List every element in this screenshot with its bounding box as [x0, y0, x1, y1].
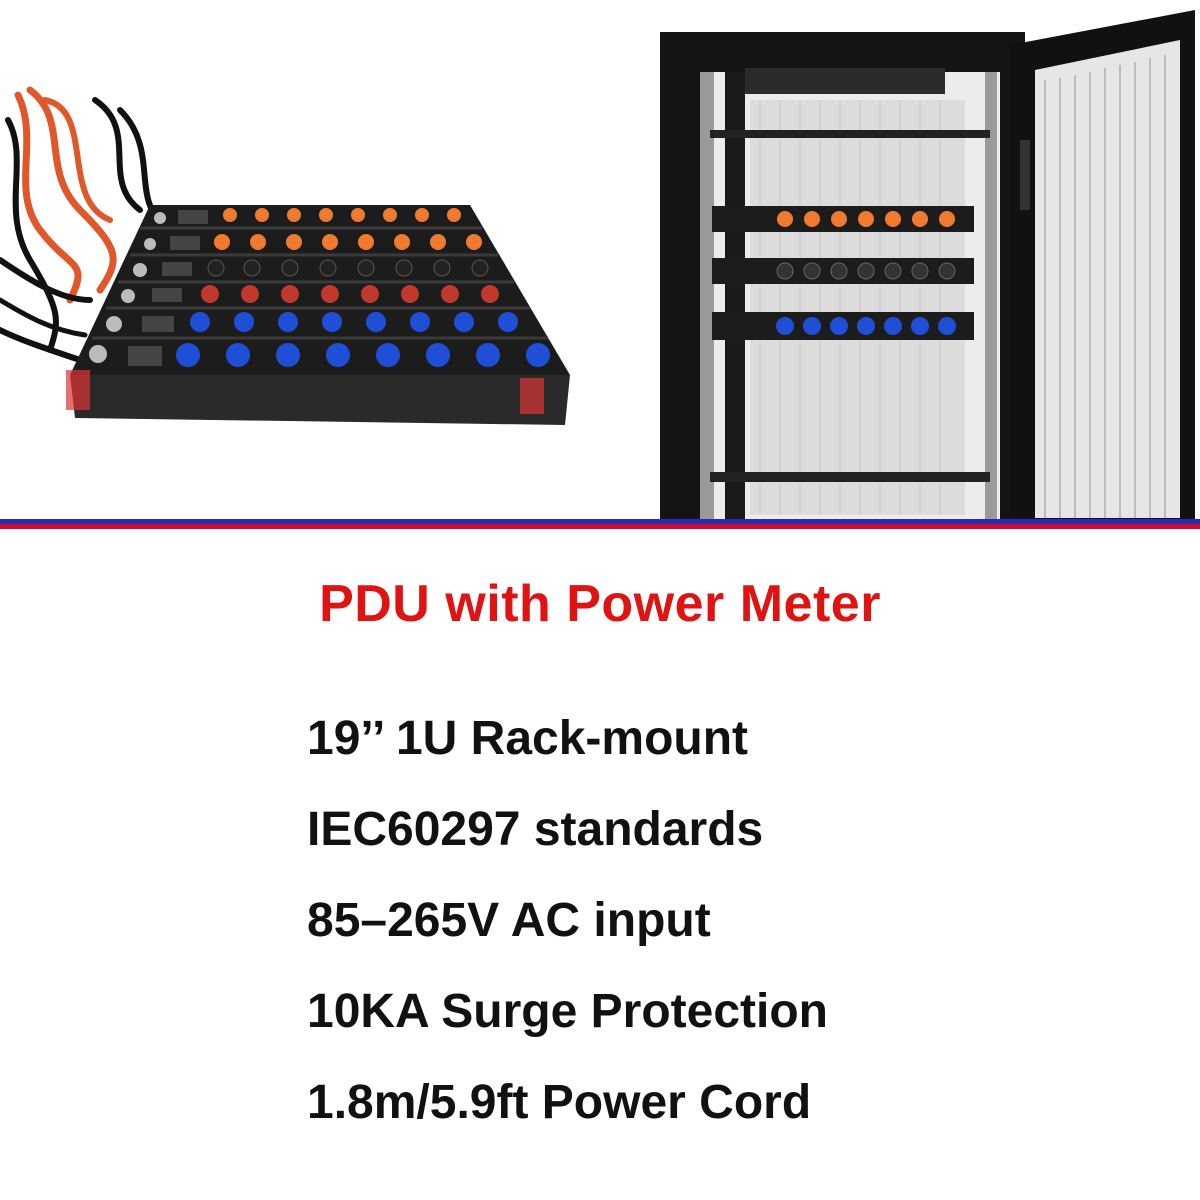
divider-red-stripe: [0, 524, 1200, 529]
feature-item: 10KA Surge Protection: [307, 985, 828, 1038]
feature-item: 85–265V AC input: [307, 894, 711, 947]
product-photos: [0, 0, 1200, 522]
feature-item: IEC60297 standards: [307, 803, 764, 856]
product-headline: PDU with Power Meter: [319, 575, 881, 633]
section-divider: [0, 519, 1200, 533]
pdu-stack-photo: [0, 86, 570, 425]
feature-item: 1.8m/5.9ft Power Cord: [307, 1076, 812, 1129]
feature-item: 19’’ 1U Rack-mount: [307, 712, 749, 765]
rack-cabinet-photo: [660, 10, 1195, 522]
divider-blue-stripe: [0, 519, 1200, 524]
feature-list: 19’’ 1U Rack-mount IEC60297 standards 85…: [307, 693, 828, 1148]
